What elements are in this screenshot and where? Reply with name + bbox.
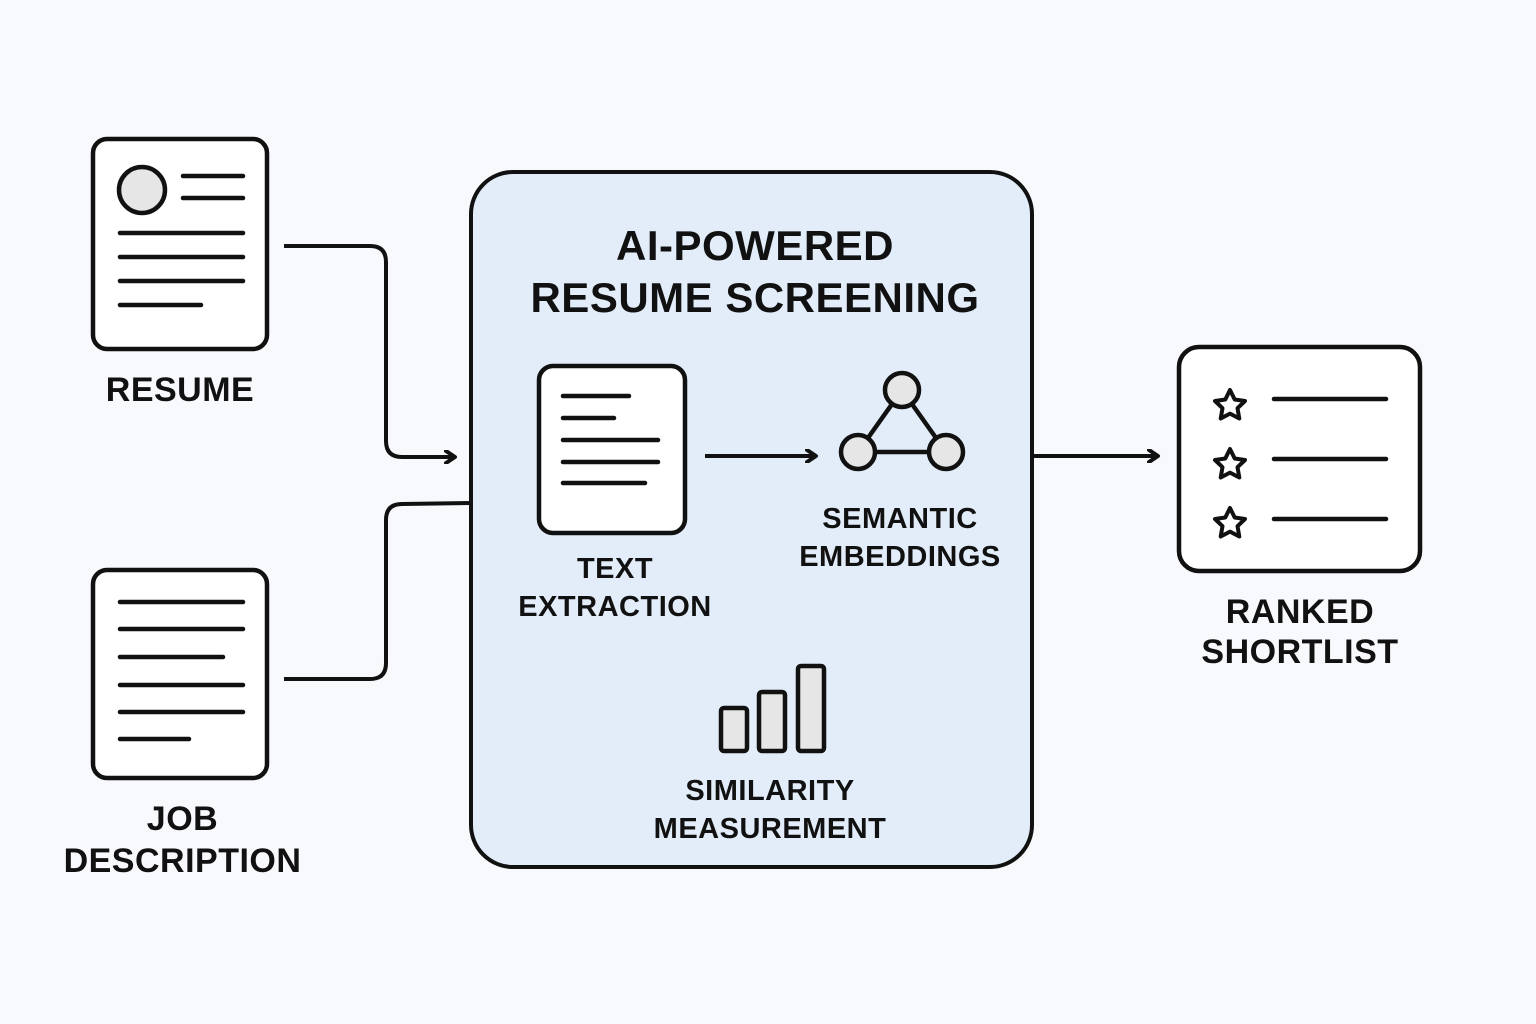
process-box	[469, 170, 1034, 869]
job-label-line-1: JOB	[146, 800, 219, 838]
text-extraction-label: TEXT EXTRACTION	[500, 550, 730, 626]
similarity-line-1: SIMILARITY	[685, 775, 855, 807]
star-icon	[1213, 388, 1247, 421]
semantic-embeddings-label: SEMANTIC EMBEDDINGS	[780, 500, 1020, 576]
job-connector-line	[284, 501, 472, 681]
resume-document-icon	[90, 136, 270, 352]
network-triangle-icon	[838, 370, 966, 472]
similarity-measurement-label: SIMILARITY MEASUREMENT	[630, 772, 910, 848]
similarity-line-2: MEASUREMENT	[653, 813, 887, 845]
document-lines-icon	[90, 567, 270, 781]
diagram-title: AI-POWERED RESUME SCREENING	[470, 220, 1040, 324]
text-extraction-line-1: TEXT	[576, 553, 654, 585]
job-label-line-2: DESCRIPTION	[63, 842, 302, 880]
star-icon	[1213, 447, 1247, 480]
star-list-icon	[1176, 344, 1423, 574]
ranked-line-1: RANKED	[1225, 593, 1375, 631]
title-line-2: RESUME SCREENING	[530, 274, 980, 321]
semantic-line-1: SEMANTIC	[822, 503, 978, 535]
text-extraction-line-2: EXTRACTION	[518, 591, 712, 623]
resume-label: RESUME	[80, 370, 280, 411]
resume-connector-arrow	[284, 244, 455, 457]
job-description-label: JOB DESCRIPTION	[40, 798, 325, 882]
ranked-line-2: SHORTLIST	[1201, 633, 1399, 671]
bar-chart-icon	[718, 663, 827, 754]
semantic-line-2: EMBEDDINGS	[799, 541, 1001, 573]
ranked-shortlist-label: RANKED SHORTLIST	[1180, 592, 1420, 672]
star-icon	[1213, 506, 1247, 539]
resume-label-text: RESUME	[105, 371, 255, 409]
title-line-1: AI-POWERED	[616, 222, 894, 269]
text-document-icon	[536, 363, 688, 536]
